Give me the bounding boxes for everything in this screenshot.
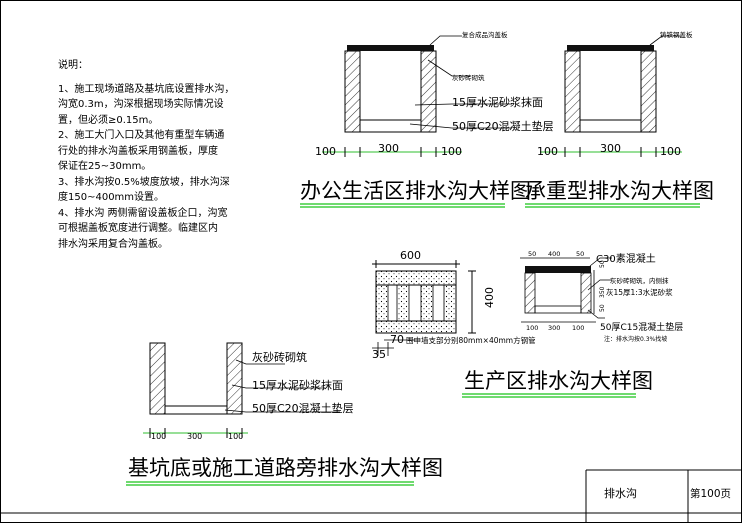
office-cover-slab bbox=[347, 45, 434, 51]
office-dim-center: 300 bbox=[378, 142, 399, 155]
production-dim-bottom: 35 bbox=[372, 348, 386, 361]
design-notes: 说明： 1、施工现场道路及基坑底设置排水沟， 沟宽0.3m，沟深根据现场实际情况… bbox=[58, 58, 298, 252]
foundation-plaster-label: 15厚水泥砂浆抹面 bbox=[252, 378, 343, 392]
production-dim-side: 400 bbox=[483, 287, 496, 308]
notes-line: 4、排水沟 两侧需留设盖板企口，沟宽 bbox=[58, 207, 228, 219]
small-dim-top-center: 400 bbox=[548, 250, 560, 258]
small-dim-side-bottom: 50 bbox=[599, 304, 606, 312]
heavy-dim-left: 100 bbox=[537, 145, 558, 158]
small-dim-bottom-right: 100 bbox=[572, 324, 584, 332]
foundation-dim-right: 100 bbox=[228, 432, 243, 441]
production-small-section bbox=[520, 257, 612, 323]
office-dim-left: 100 bbox=[315, 145, 336, 158]
office-drain-detail bbox=[300, 35, 512, 208]
foundation-dim-center: 300 bbox=[187, 432, 202, 441]
foundation-drain-detail bbox=[143, 342, 340, 438]
production-title: 生产区排水沟大样图 bbox=[464, 369, 653, 393]
small-plaster-note: 灰15厚1:3水泥砂浆 bbox=[606, 287, 673, 297]
office-wall-label: 灰砂砖砌筑 bbox=[452, 73, 485, 82]
titleblock-page: 第100页 bbox=[690, 487, 731, 500]
small-base-note: 50厚C15混凝土垫层 bbox=[600, 321, 683, 333]
production-dim-top: 600 bbox=[400, 249, 421, 262]
notes-line: 保证在25~30mm。 bbox=[58, 161, 152, 172]
small-dim-top-left: 50 bbox=[528, 250, 536, 258]
small-dim-bottom-center: 300 bbox=[548, 324, 560, 332]
small-dim-side-top: 50 bbox=[599, 260, 606, 268]
foundation-dim-left: 100 bbox=[151, 432, 166, 441]
heavy-drain-detail bbox=[525, 35, 700, 208]
production-pipe-note: 70 bbox=[390, 333, 404, 346]
small-dim-bottom-left: 100 bbox=[526, 324, 538, 332]
foundation-base-label: 50厚C20混凝土垫层 bbox=[252, 401, 354, 415]
title-block bbox=[585, 469, 742, 523]
notes-line: 沟宽0.3m，沟深根据现场实际情况设 bbox=[58, 99, 224, 110]
office-cover-label: 复合成品沟盖板 bbox=[462, 30, 508, 39]
small-dim-side-mid: 350 bbox=[599, 286, 606, 298]
small-dim-top-right: 50 bbox=[576, 250, 584, 258]
heavy-cover-label: 铸铁钢盖板 bbox=[660, 30, 693, 39]
notes-line: 可根据盖板宽度进行调整。临建区内 bbox=[58, 223, 218, 234]
foundation-wall-label: 灰砂砖砌筑 bbox=[252, 350, 307, 364]
notes-line: 排水沟采用复合沟盖板。 bbox=[58, 238, 168, 250]
small-slope-note: 注：排水沟按0.3%找坡 bbox=[604, 335, 667, 343]
office-dim-right: 100 bbox=[441, 145, 462, 158]
notes-line: 度150~400mm设置。 bbox=[58, 192, 165, 203]
heavy-title: 承重型排水沟大样图 bbox=[525, 179, 714, 203]
foundation-title: 基坑底或施工道路旁排水沟大样图 bbox=[128, 456, 443, 480]
notes-line: 3、排水沟按0.5%坡度放坡，排水沟深 bbox=[58, 176, 230, 188]
small-wall-note: 灰砂砖砌筑，内侧抹 bbox=[610, 276, 669, 285]
office-base-label: 50厚C20混凝土垫层 bbox=[452, 119, 554, 133]
heavy-dim-center: 300 bbox=[600, 142, 621, 155]
office-title: 办公生活区排水沟大样图 bbox=[300, 179, 531, 203]
heavy-steel-cover bbox=[567, 45, 654, 51]
production-pipe-text: 围中墙支部分别80mm×40mm方钢管 bbox=[406, 335, 536, 345]
notes-line: 置，但必须≥0.15m。 bbox=[58, 114, 159, 126]
notes-line: 行处的排水沟盖板采用钢盖板，厚度 bbox=[58, 145, 218, 157]
production-grating-detail bbox=[372, 260, 476, 356]
heavy-dim-right: 100 bbox=[660, 145, 681, 158]
c30-label: C30素混凝土 bbox=[596, 252, 656, 265]
notes-line: 1、施工现场道路及基坑底设置排水沟， bbox=[58, 83, 235, 95]
notes-line: 2、施工大门入口及其他有重型车辆通 bbox=[58, 130, 225, 141]
notes-heading: 说明： bbox=[58, 60, 88, 71]
office-plaster-label: 15厚水泥砂浆抹面 bbox=[452, 95, 543, 109]
titleblock-drawing-name: 排水沟 bbox=[604, 486, 637, 500]
